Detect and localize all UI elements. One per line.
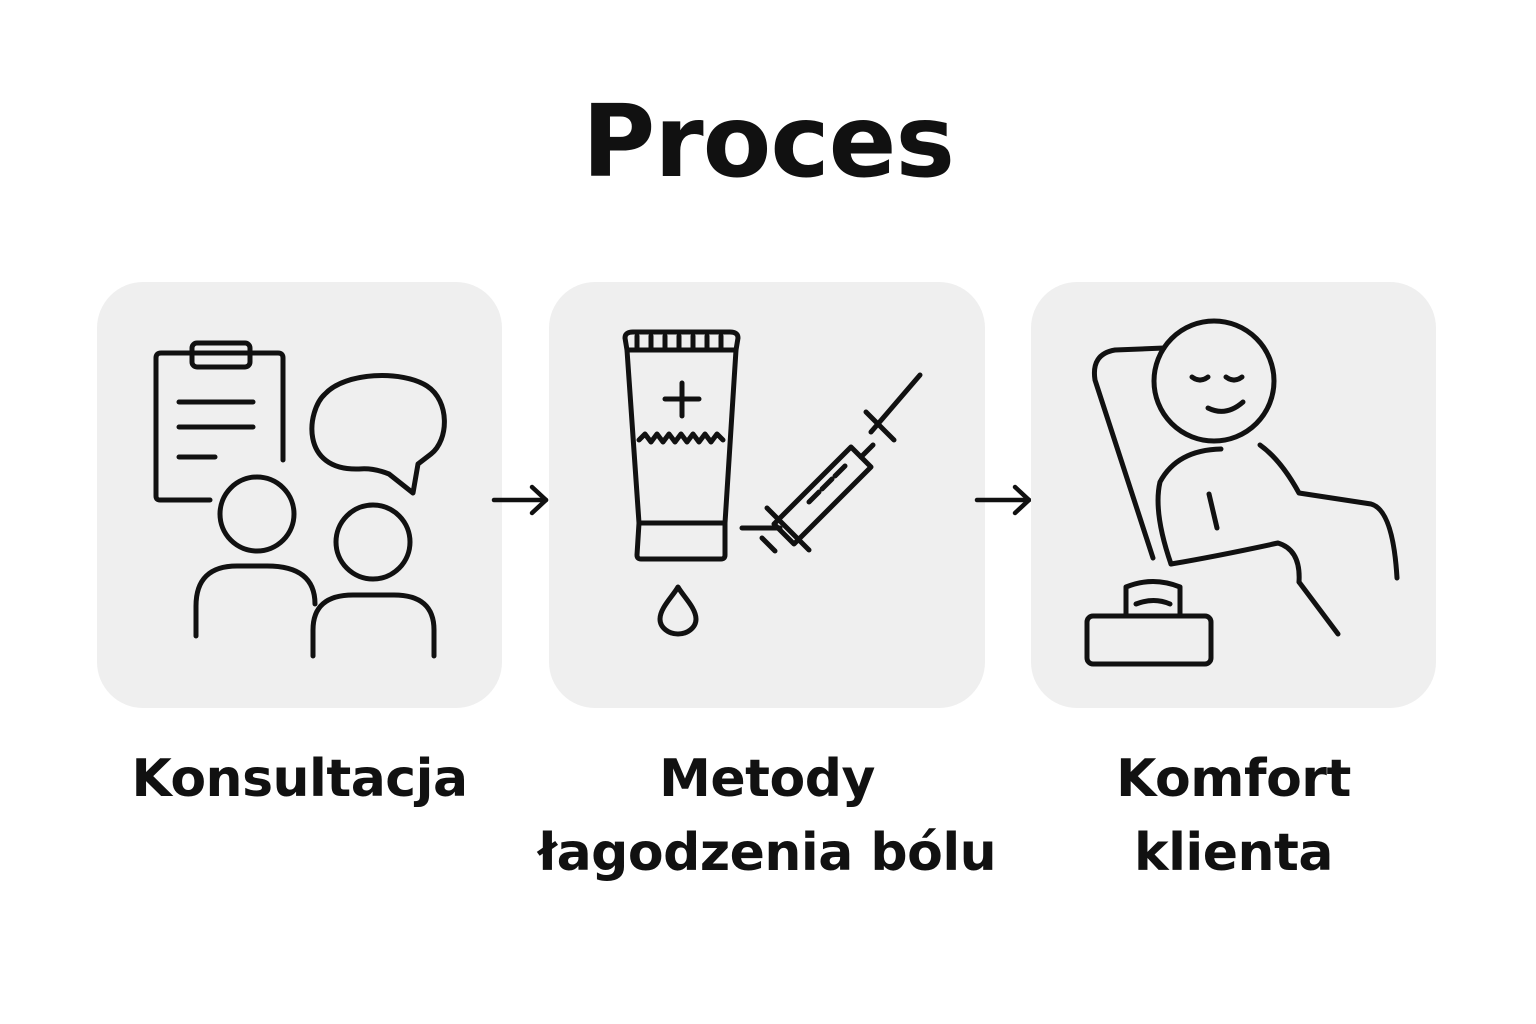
step-card-consultation xyxy=(97,282,502,708)
step-card-pain-relief xyxy=(549,282,985,708)
step-label-pain-relief: Metody łagodzenia bólu xyxy=(537,749,997,883)
client-comfort-icon xyxy=(1084,318,1400,667)
arrow-right-icon xyxy=(488,476,552,524)
arrow-right-icon xyxy=(971,476,1035,524)
step-label-consultation: Konsultacja xyxy=(131,749,468,809)
pain-relief-icon xyxy=(622,329,923,637)
step-label-client-comfort: Komfort klienta xyxy=(1116,749,1351,883)
consultation-icon xyxy=(153,340,447,659)
diagram-title: Proces xyxy=(582,83,955,200)
step-card-client-comfort xyxy=(1031,282,1436,708)
